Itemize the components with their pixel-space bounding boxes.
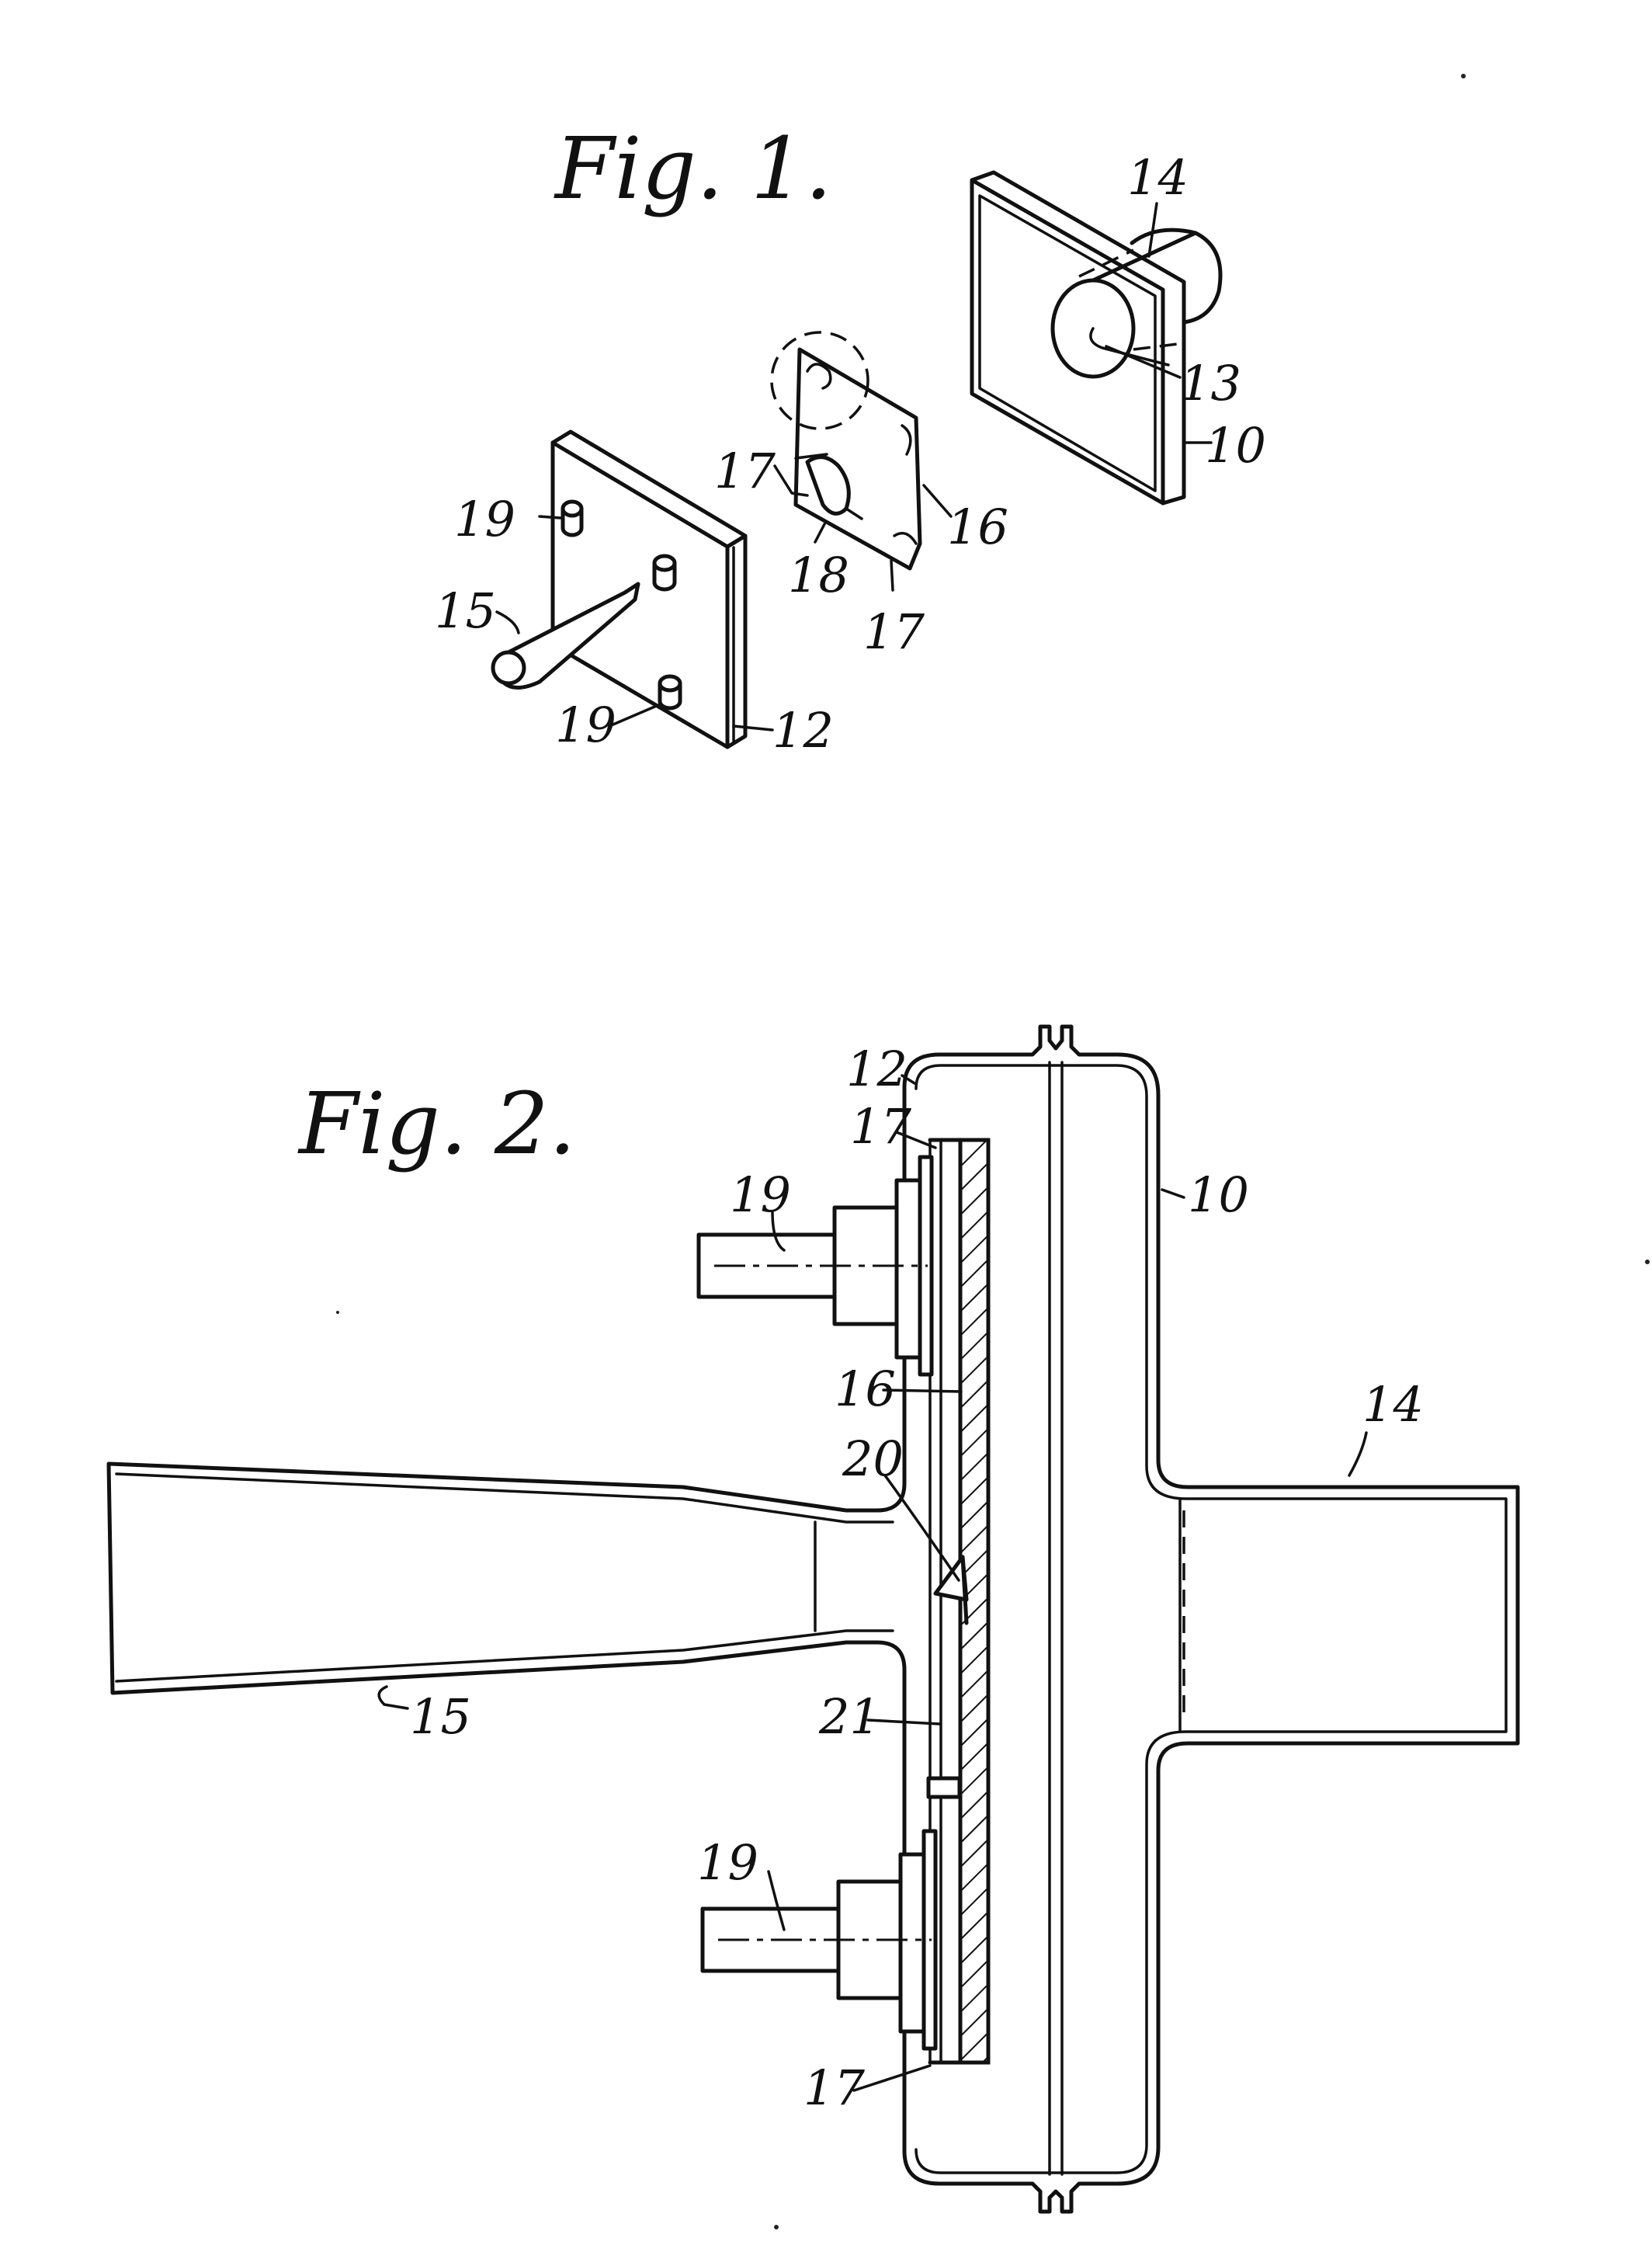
- fig2-label-17-upper: 17: [850, 1098, 911, 1155]
- fig1-label-16: 16: [947, 499, 1008, 555]
- fig2-label-14: 14: [1362, 1376, 1424, 1433]
- fig1-label-14: 14: [1127, 149, 1189, 206]
- fig2-valve-plate-16: [926, 1138, 991, 2065]
- fig1-valve-plate-16: [770, 331, 922, 571]
- fig2-title: Fig. 2.: [297, 1074, 576, 1173]
- fig2-label-19-upper: 19: [730, 1166, 791, 1223]
- fig2-label-17-lower: 17: [803, 2059, 865, 2116]
- fig1-label-17-upper: 17: [714, 443, 776, 499]
- fig2-label-10: 10: [1188, 1166, 1249, 1223]
- fig2-label-12: 12: [846, 1041, 908, 1097]
- fig2-housing-body: [106, 1024, 1520, 2214]
- fig1-inlet-plate-12: [491, 429, 748, 749]
- fig1-label-19-lower: 19: [555, 697, 616, 753]
- fig2-pin-19-upper: [696, 1155, 934, 1377]
- fig1-leader-lines: [495, 202, 1213, 732]
- fig1-label-17-lower: 17: [863, 603, 925, 660]
- fig1-title: Fig. 1.: [554, 119, 832, 218]
- fig2-label-15: 15: [410, 1688, 471, 1745]
- fig2-leader-lines: [377, 1074, 1368, 2092]
- fig1-label-18: 18: [788, 547, 849, 603]
- scan-specks: [336, 74, 1650, 2229]
- fig2-pin-19-lower: [700, 1829, 938, 2051]
- figure-2: Fig. 2.: [106, 1024, 1520, 2214]
- fig2-label-16: 16: [835, 1361, 896, 1417]
- fig1-label-15: 15: [435, 582, 496, 639]
- fig2-label-20: 20: [842, 1430, 904, 1487]
- fig1-label-12: 12: [772, 702, 834, 759]
- fig2-label-19-lower: 19: [697, 1834, 758, 1891]
- fig1-label-19-upper: 19: [454, 491, 515, 547]
- fig1-label-10: 10: [1205, 417, 1266, 474]
- fig1-label-13: 13: [1180, 355, 1241, 412]
- fig2-label-21: 21: [818, 1688, 880, 1745]
- fig1-housing-10: [970, 170, 1223, 506]
- figure-1: Fig. 1.: [435, 119, 1266, 759]
